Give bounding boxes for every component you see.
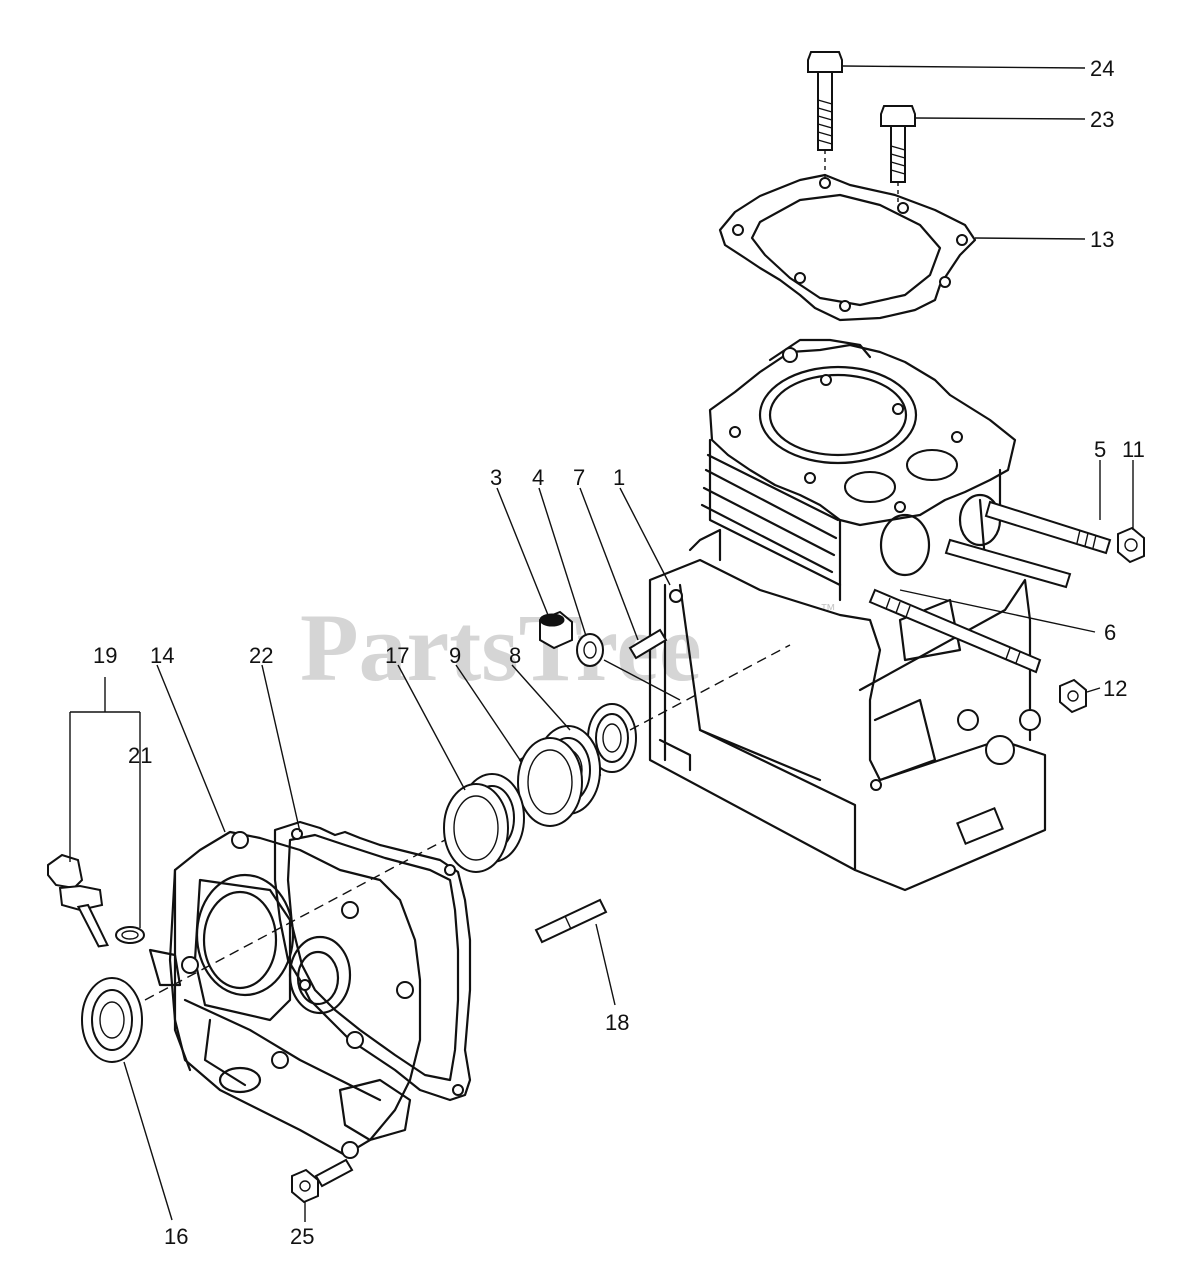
part-18-dowel-pin[interactable]: [534, 898, 608, 944]
part-23-bolt[interactable]: [880, 105, 916, 183]
part-9-bearing[interactable]: [517, 725, 602, 827]
callout-21[interactable]: 21: [128, 743, 152, 768]
callout-4[interactable]: 4: [532, 465, 544, 490]
callout-11[interactable]: 11: [1122, 437, 1145, 462]
part-4-washer[interactable]: [576, 633, 604, 667]
callout-13[interactable]: 13: [1090, 227, 1114, 252]
callout-5[interactable]: 5: [1094, 437, 1106, 462]
callout-25[interactable]: 25: [290, 1224, 314, 1249]
callout-23[interactable]: 23: [1090, 107, 1114, 132]
callout-24[interactable]: 24: [1090, 56, 1114, 81]
part-22-gasket[interactable]: [273, 820, 472, 1102]
callout-9[interactable]: 9: [449, 643, 461, 668]
part-8-seal[interactable]: [587, 703, 637, 773]
part-6-stud[interactable]: [868, 588, 1042, 674]
callout-6[interactable]: 6: [1104, 620, 1116, 645]
part-21-o-ring[interactable]: [115, 926, 145, 944]
callout-12[interactable]: 12: [1103, 676, 1127, 701]
part-14-crankcase-cover[interactable]: [148, 830, 422, 1159]
callout-7[interactable]: 7: [573, 465, 585, 490]
part-24-bolt[interactable]: [807, 51, 843, 151]
part-5-stud-lower: [944, 538, 1072, 589]
part-5-stud[interactable]: [984, 500, 1112, 555]
callout-1[interactable]: 1: [613, 465, 625, 490]
callout-8[interactable]: 8: [509, 643, 521, 668]
part-7-dowel-pin[interactable]: [628, 628, 668, 660]
part-16-seal[interactable]: [81, 977, 143, 1063]
part-17-bearing[interactable]: [443, 773, 525, 873]
part-13-gasket[interactable]: [718, 173, 977, 322]
part-19-dipstick[interactable]: [47, 853, 113, 950]
leader-lines: [69, 65, 1134, 1222]
part-11-nut[interactable]: [1117, 526, 1145, 564]
part-1-cylinder-block[interactable]: [648, 338, 1047, 892]
callout-17[interactable]: 17: [385, 643, 409, 668]
callout-3[interactable]: 3: [490, 465, 502, 490]
callout-14[interactable]: 14: [150, 643, 174, 668]
callout-18[interactable]: 18: [605, 1010, 629, 1035]
part-3-plug[interactable]: [539, 610, 573, 650]
callout-16[interactable]: 16: [164, 1224, 188, 1249]
callout-19[interactable]: 19: [93, 643, 117, 668]
part-12-nut[interactable]: [1059, 678, 1087, 714]
callout-22[interactable]: 22: [249, 643, 273, 668]
callout-labels: 24 23 13 5 11 3 4 7 1 6 12 19 14 22 17 9…: [93, 56, 1145, 1249]
part-25-screw[interactable]: [291, 1158, 354, 1204]
